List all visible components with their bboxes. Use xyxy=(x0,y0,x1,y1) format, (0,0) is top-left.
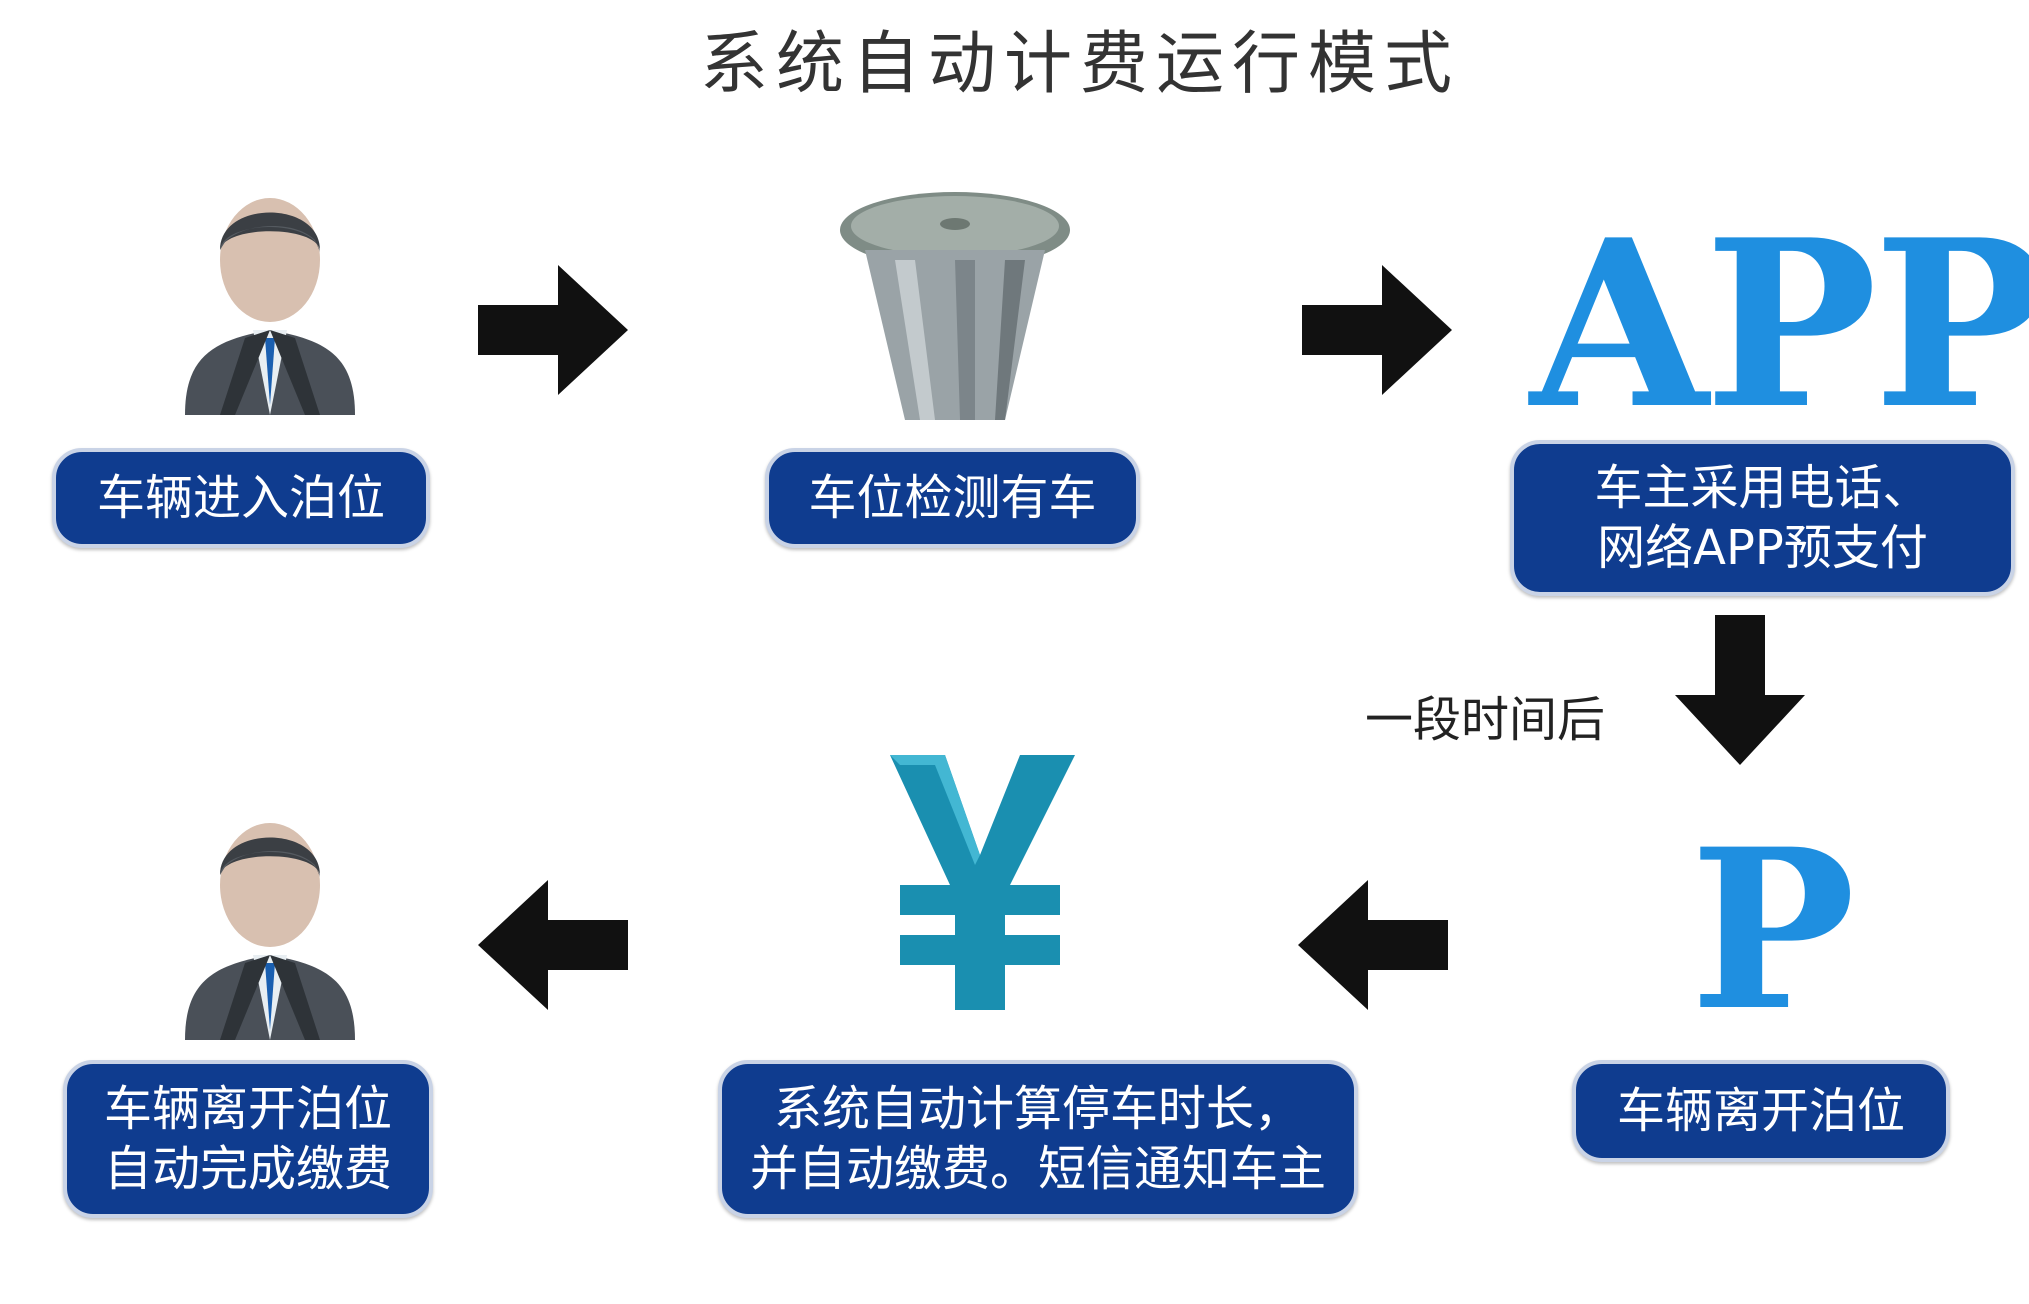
step-app-line2: 网络APP预支付 xyxy=(1597,520,1928,576)
arrow-right-icon xyxy=(1302,265,1452,395)
step-done-label: 车辆离开泊位 自动完成缴费 xyxy=(63,1060,433,1218)
businessman-icon xyxy=(185,823,355,1040)
step-detect-text: 车位检测有车 xyxy=(808,470,1097,526)
step-done-line2: 自动完成缴费 xyxy=(103,1141,392,1197)
step-charge-label: 系统自动计算停车时长， 并自动缴费。短信通知车主 xyxy=(718,1060,1358,1218)
step-leave-label: 车辆离开泊位 xyxy=(1572,1060,1950,1162)
step-app-line1: 车主采用电话、 xyxy=(1594,460,1931,516)
page-title: 系统自动计费运行模式 xyxy=(699,25,1460,104)
arrow-right-icon xyxy=(478,265,628,395)
step-detect-label: 车位检测有车 xyxy=(765,448,1140,548)
arrow-left-icon xyxy=(1298,880,1448,1010)
yen-icon xyxy=(890,755,1075,1010)
step-enter-label: 车辆进入泊位 xyxy=(52,448,430,548)
time-annotation: 一段时间后 xyxy=(1365,692,1606,748)
parking-sensor-icon xyxy=(840,192,1070,420)
step-charge-line1: 系统自动计算停车时长， xyxy=(773,1081,1302,1137)
app-logo: APP xyxy=(1530,190,2029,460)
step-charge-line2: 并自动缴费。短信通知车主 xyxy=(749,1141,1326,1197)
step-leave-text: 车辆离开泊位 xyxy=(1616,1083,1905,1139)
step-done-line1: 车辆离开泊位 xyxy=(103,1081,392,1137)
step-app-label: 车主采用电话、 网络APP预支付 xyxy=(1510,440,2015,596)
parking-p-logo: P xyxy=(1690,800,1855,1059)
businessman-icon xyxy=(185,198,355,415)
arrow-down-icon xyxy=(1675,615,1805,765)
step-enter-text: 车辆进入泊位 xyxy=(96,470,385,526)
arrow-left-icon xyxy=(478,880,628,1010)
